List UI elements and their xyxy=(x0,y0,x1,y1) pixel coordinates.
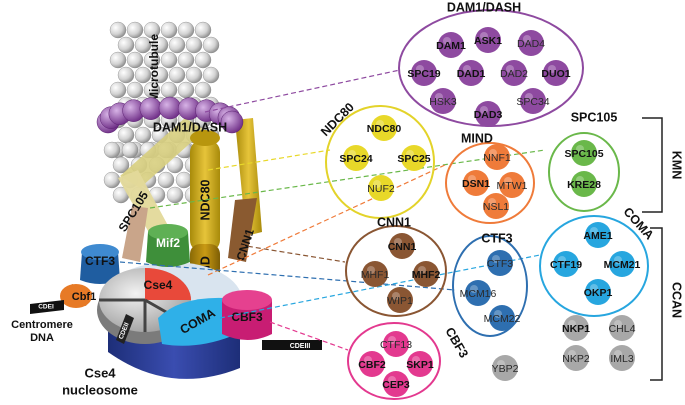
cdei-dna xyxy=(30,300,64,314)
cse4-label: Cse4 xyxy=(144,278,173,292)
connector-ndc80 xyxy=(207,149,331,171)
protein-dad4-label: DAD4 xyxy=(517,38,545,50)
group-ctf3-title: CTF3 xyxy=(481,231,512,245)
protein-nsl1-label: NSL1 xyxy=(483,201,509,213)
protein-spc34-label: SPC34 xyxy=(516,96,549,108)
protein-okp1-label: OKP1 xyxy=(584,287,613,299)
protein-ame1-label: AME1 xyxy=(583,230,612,242)
connector-ctf3 xyxy=(119,261,456,291)
cdeiii-dna xyxy=(262,340,322,350)
protein-hsk3-label: HSK3 xyxy=(429,96,457,108)
group-spc105-title: SPC105 xyxy=(571,110,618,124)
kinetochore-model: Microtubule SPC105 CNN1 NDC80 MIND DAM1/… xyxy=(11,21,322,397)
bracket-ccan-label: CCAN xyxy=(670,282,684,318)
cse4-wedge xyxy=(145,268,191,300)
protein-ctf3-label: CTF3 xyxy=(487,258,513,270)
protein-dam1-label: DAM1 xyxy=(436,40,466,52)
spc105-arm xyxy=(120,118,205,188)
bracket-kmn-label: KMN xyxy=(670,151,684,179)
protein-spc19-label: SPC19 xyxy=(407,68,440,80)
protein-wip1-label: WIP1 xyxy=(387,295,413,307)
protein-mcm22-label: MCM22 xyxy=(484,313,521,325)
centromere-label-2: DNA xyxy=(30,332,54,344)
protein-dad1-label: DAD1 xyxy=(457,68,486,80)
protein-nuf2-label: NUF2 xyxy=(367,183,395,195)
ctf3-model-label: CTF3 xyxy=(85,254,115,268)
protein-chl4-label: CHL4 xyxy=(609,323,636,335)
group-dam1-title: DAM1/DASH xyxy=(447,0,521,14)
coma-block xyxy=(158,297,232,346)
spc105-stalk xyxy=(122,206,148,262)
nucleosome-caption-2: nucleosome xyxy=(62,382,138,397)
protein-kre28-label: KRE28 xyxy=(567,179,601,191)
ndc80-rod xyxy=(190,140,220,252)
protein-cep3-label: CEP3 xyxy=(382,379,410,391)
cnn1-arm xyxy=(228,198,257,262)
nucleosome-caption-1: Cse4 xyxy=(84,365,116,380)
cbf1-label: Cbf1 xyxy=(72,291,96,303)
protein-mhf2-label: MHF2 xyxy=(412,269,441,281)
protein-dad2-label: DAD2 xyxy=(500,68,528,80)
protein-duo1-label: DUO1 xyxy=(541,68,570,80)
protein-cnn1-label: CNN1 xyxy=(388,241,417,253)
bracket-kmn xyxy=(642,117,663,213)
connector-dam1 xyxy=(204,69,401,113)
protein-mtw1-label: MTW1 xyxy=(497,180,528,192)
group-cbf3-title: CBF3 xyxy=(442,325,470,360)
connectors xyxy=(119,69,546,351)
protein-nkp1-label: NKP1 xyxy=(562,323,590,335)
bracket-ccan xyxy=(650,227,663,381)
group-cnn1-title: CNN1 xyxy=(377,215,411,229)
protein-mcm21-label: MCM21 xyxy=(604,259,641,271)
protein-skp1-label: SKP1 xyxy=(406,359,434,371)
connector-cbf3 xyxy=(269,321,349,351)
group-ndc80-title: NDC80 xyxy=(318,100,357,139)
protein-mhf1-label: MHF1 xyxy=(361,269,390,281)
protein-spc24-label: SPC24 xyxy=(339,153,372,165)
protein-ctf19-label: CTF19 xyxy=(550,259,582,271)
connector-coma xyxy=(219,254,541,319)
protein-dsn1-label: DSN1 xyxy=(462,178,490,190)
connector-spc105 xyxy=(149,149,546,209)
cdei-label: CDEI xyxy=(38,304,54,311)
microtubule-label: Microtubule xyxy=(147,34,161,102)
protein-nkp2-label: NKP2 xyxy=(562,353,590,365)
protein-ctf13-label: CTF13 xyxy=(380,339,412,351)
mif2-label: Mif2 xyxy=(156,236,180,250)
protein-dad3-label: DAD3 xyxy=(474,109,503,121)
connector-cnn1 xyxy=(239,244,346,263)
cdeiii-label: CDEIII xyxy=(290,343,311,350)
ndc80-model-label: NDC80 xyxy=(198,179,212,220)
protein-cbf2-label: CBF2 xyxy=(358,359,386,371)
dam1-model-label: DAM1/DASH xyxy=(153,120,227,134)
protein-ndc80-label: NDC80 xyxy=(367,123,402,135)
protein-ask1-label: ASK1 xyxy=(474,35,502,47)
protein-nnf1-label: NNF1 xyxy=(483,152,511,164)
protein-iml3-label: IML3 xyxy=(610,353,634,365)
connector-mind xyxy=(207,164,446,276)
centromere-label-1: Centromere xyxy=(11,319,73,331)
protein-spc25-label: SPC25 xyxy=(397,153,430,165)
protein-ybp2-label: YBP2 xyxy=(492,363,519,375)
group-mind-title: MIND xyxy=(461,131,493,145)
dam1-ring xyxy=(96,96,244,134)
protein-spc105-label: SPC105 xyxy=(564,148,603,160)
protein-mcm16-label: MCM16 xyxy=(460,288,497,300)
